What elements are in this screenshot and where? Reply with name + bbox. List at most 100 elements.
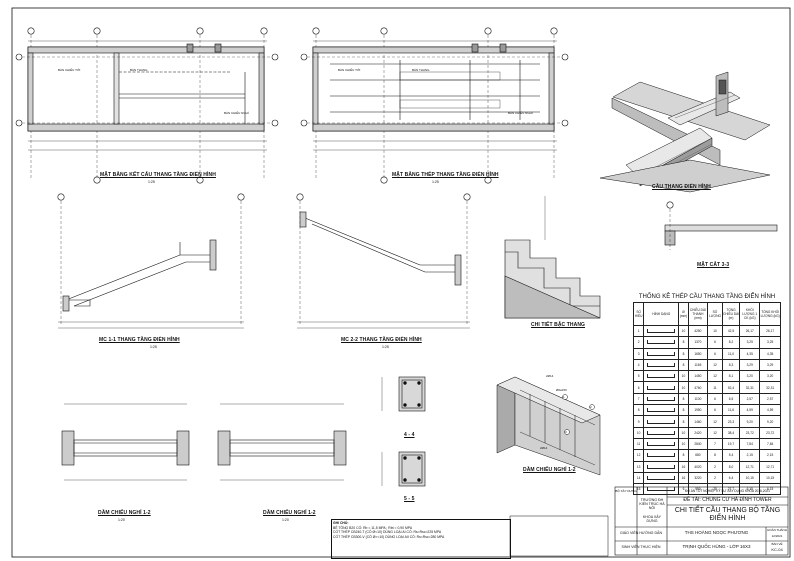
scale-dam-1: 1:20 — [118, 518, 125, 522]
rebar-shape-sketch — [647, 442, 676, 447]
table-cell: 8 — [678, 449, 689, 462]
table-cell: 7,84 — [739, 437, 761, 451]
beam-3d-mark-2: 2 — [590, 405, 592, 409]
table-cell: 8,3 — [721, 358, 741, 372]
table-cell: 6,15 — [739, 483, 761, 496]
table-cell: 32,31 — [739, 381, 761, 394]
table-cell: 8 — [707, 449, 723, 462]
table-cell: 9 — [632, 415, 645, 428]
table-cell: 2 — [707, 460, 723, 473]
title-chi-tiet-bac: CHI TIẾT BẬC THANG — [531, 322, 586, 328]
tb-sheet-title: CHI TIẾT CẦU THANG BỘ TẦNG ĐIỂN HÌNH — [674, 507, 781, 522]
table-cell — [643, 471, 680, 485]
tb-gvhd-label: GIÁO VIÊN HƯỚNG DẪN — [619, 531, 663, 535]
table-cell: 8 — [632, 404, 645, 417]
rebar-shape-sketch — [647, 340, 676, 345]
table-cell: 6 — [707, 347, 723, 360]
table-cell: 16 — [678, 471, 689, 485]
title-dam-chieu-nghi-1: DẦM CHIẾU NGHỈ 1-2 — [98, 510, 151, 516]
rebar-shape-sketch — [647, 329, 676, 334]
table-cell: 1165 — [687, 358, 709, 372]
table-cell: 12 — [707, 370, 723, 383]
table-cell: 2,57 — [739, 392, 761, 406]
title-beam-3d: DẦM CHIẾU NGHỈ 1-2 — [523, 467, 576, 473]
col-so-hieu: SỐ HIỆU — [632, 302, 645, 326]
table-cell: 8,0 — [721, 460, 741, 473]
table-cell: 11 — [707, 381, 723, 394]
table-cell — [643, 426, 680, 439]
table-cell: 3,25 — [739, 336, 761, 349]
rebar-shape-sketch — [647, 487, 676, 492]
table-cell: 1370 — [687, 336, 709, 349]
table-cell: 4 — [632, 358, 645, 372]
table-cell: 12,71 — [759, 460, 781, 473]
table-cell: 19,7 — [721, 437, 741, 451]
rebar-shape-sketch — [647, 419, 676, 424]
beam-3d-mark-1: 1 — [563, 395, 565, 399]
table-cell: 12 — [707, 415, 723, 428]
table-cell: 2 — [632, 336, 645, 349]
table-cell — [643, 449, 680, 462]
title-plan-ket-cau: MẶT BẰNG KẾT CẤU THANG TẦNG ĐIỂN HÌNH — [100, 172, 216, 178]
table-cell — [643, 483, 680, 496]
table-cell: 6 — [707, 336, 723, 349]
table-cell: 1450 — [687, 370, 709, 383]
table-cell: 6 — [678, 483, 689, 496]
table-cell: 12 — [707, 358, 723, 372]
table-cell: 8,2 — [721, 336, 741, 349]
beam-3d-label-a: 2Ø14 — [546, 374, 554, 378]
label-ban-chieu-toi-2: BẢN CHIẾU TỚI — [338, 68, 361, 72]
section-3-3 — [664, 201, 778, 250]
table-cell: 26,17 — [759, 324, 781, 338]
title-mat-cat-3-3: MẶT CẮT 3-3 — [697, 262, 730, 268]
table-cell — [643, 437, 680, 451]
notes-box — [331, 519, 511, 559]
table-cell: 4,35 — [759, 347, 781, 360]
table-cell — [643, 460, 680, 473]
table-cell: 10 — [678, 381, 689, 394]
table-cell: 3,29 — [759, 358, 781, 372]
table-cell: 32,31 — [759, 381, 781, 394]
table-cell: 3,20 — [759, 370, 781, 383]
stair-3d-view — [599, 71, 771, 193]
table-cell: 52,4 — [721, 381, 741, 394]
table-cell: 3,20 — [739, 370, 761, 383]
scale-plan-ket-cau: 1:25 — [148, 180, 155, 184]
table-cell — [643, 415, 680, 428]
beam-cross-sections — [381, 376, 426, 487]
title-section-5-5: 5 - 5 — [404, 496, 415, 502]
section-mc-2-2 — [296, 193, 471, 329]
tb-svth: TRỊNH QUỐC HÙNG - LỚP 16X3 — [682, 544, 751, 549]
table-cell: 8 — [678, 404, 689, 417]
table-cell — [643, 370, 680, 383]
table-cell — [643, 336, 680, 349]
table-cell — [643, 358, 680, 372]
table-cell: 8,1 — [721, 370, 741, 383]
tb-sheet-no: KC-04 — [771, 547, 783, 552]
table-cell: 10 — [678, 324, 689, 338]
table-cell: 38,4 — [721, 426, 741, 439]
rebar-table-title: THỐNG KÊ THÉP CẦU THANG TẦNG ĐIỂN HÌNH — [638, 294, 776, 300]
table-cell: 11,6 — [721, 404, 741, 417]
table-cell: 4760 — [687, 381, 709, 394]
label-ban-chieu-toi-1: BẢN CHIẾU TỚI — [58, 68, 81, 72]
beam-elevation-2 — [217, 403, 347, 481]
table-cell: 6 — [707, 392, 723, 406]
table-cell: 1650 — [687, 347, 709, 360]
col-chieu-dai: CHIỀU DÀI THANH (mm) — [687, 302, 709, 326]
table-cell: 3 — [632, 347, 645, 360]
beam-3d-label-c: 2Ø14 — [540, 446, 548, 450]
rebar-shape-sketch — [647, 453, 676, 458]
title-mc-2-2: MC 2-2 THANG TẦNG ĐIỂN HÌNH — [341, 337, 422, 343]
table-cell: 9,20 — [739, 415, 761, 428]
tb-svth-label: SINH VIÊN THỰC HIỆN — [621, 545, 661, 549]
table-cell: 15 — [632, 483, 645, 496]
scale-dam-2: 1:20 — [282, 518, 289, 522]
tb-project: ĐỀ TÀI: CHUNG CƯ HÀ ĐÌNH TOWER — [683, 497, 772, 503]
